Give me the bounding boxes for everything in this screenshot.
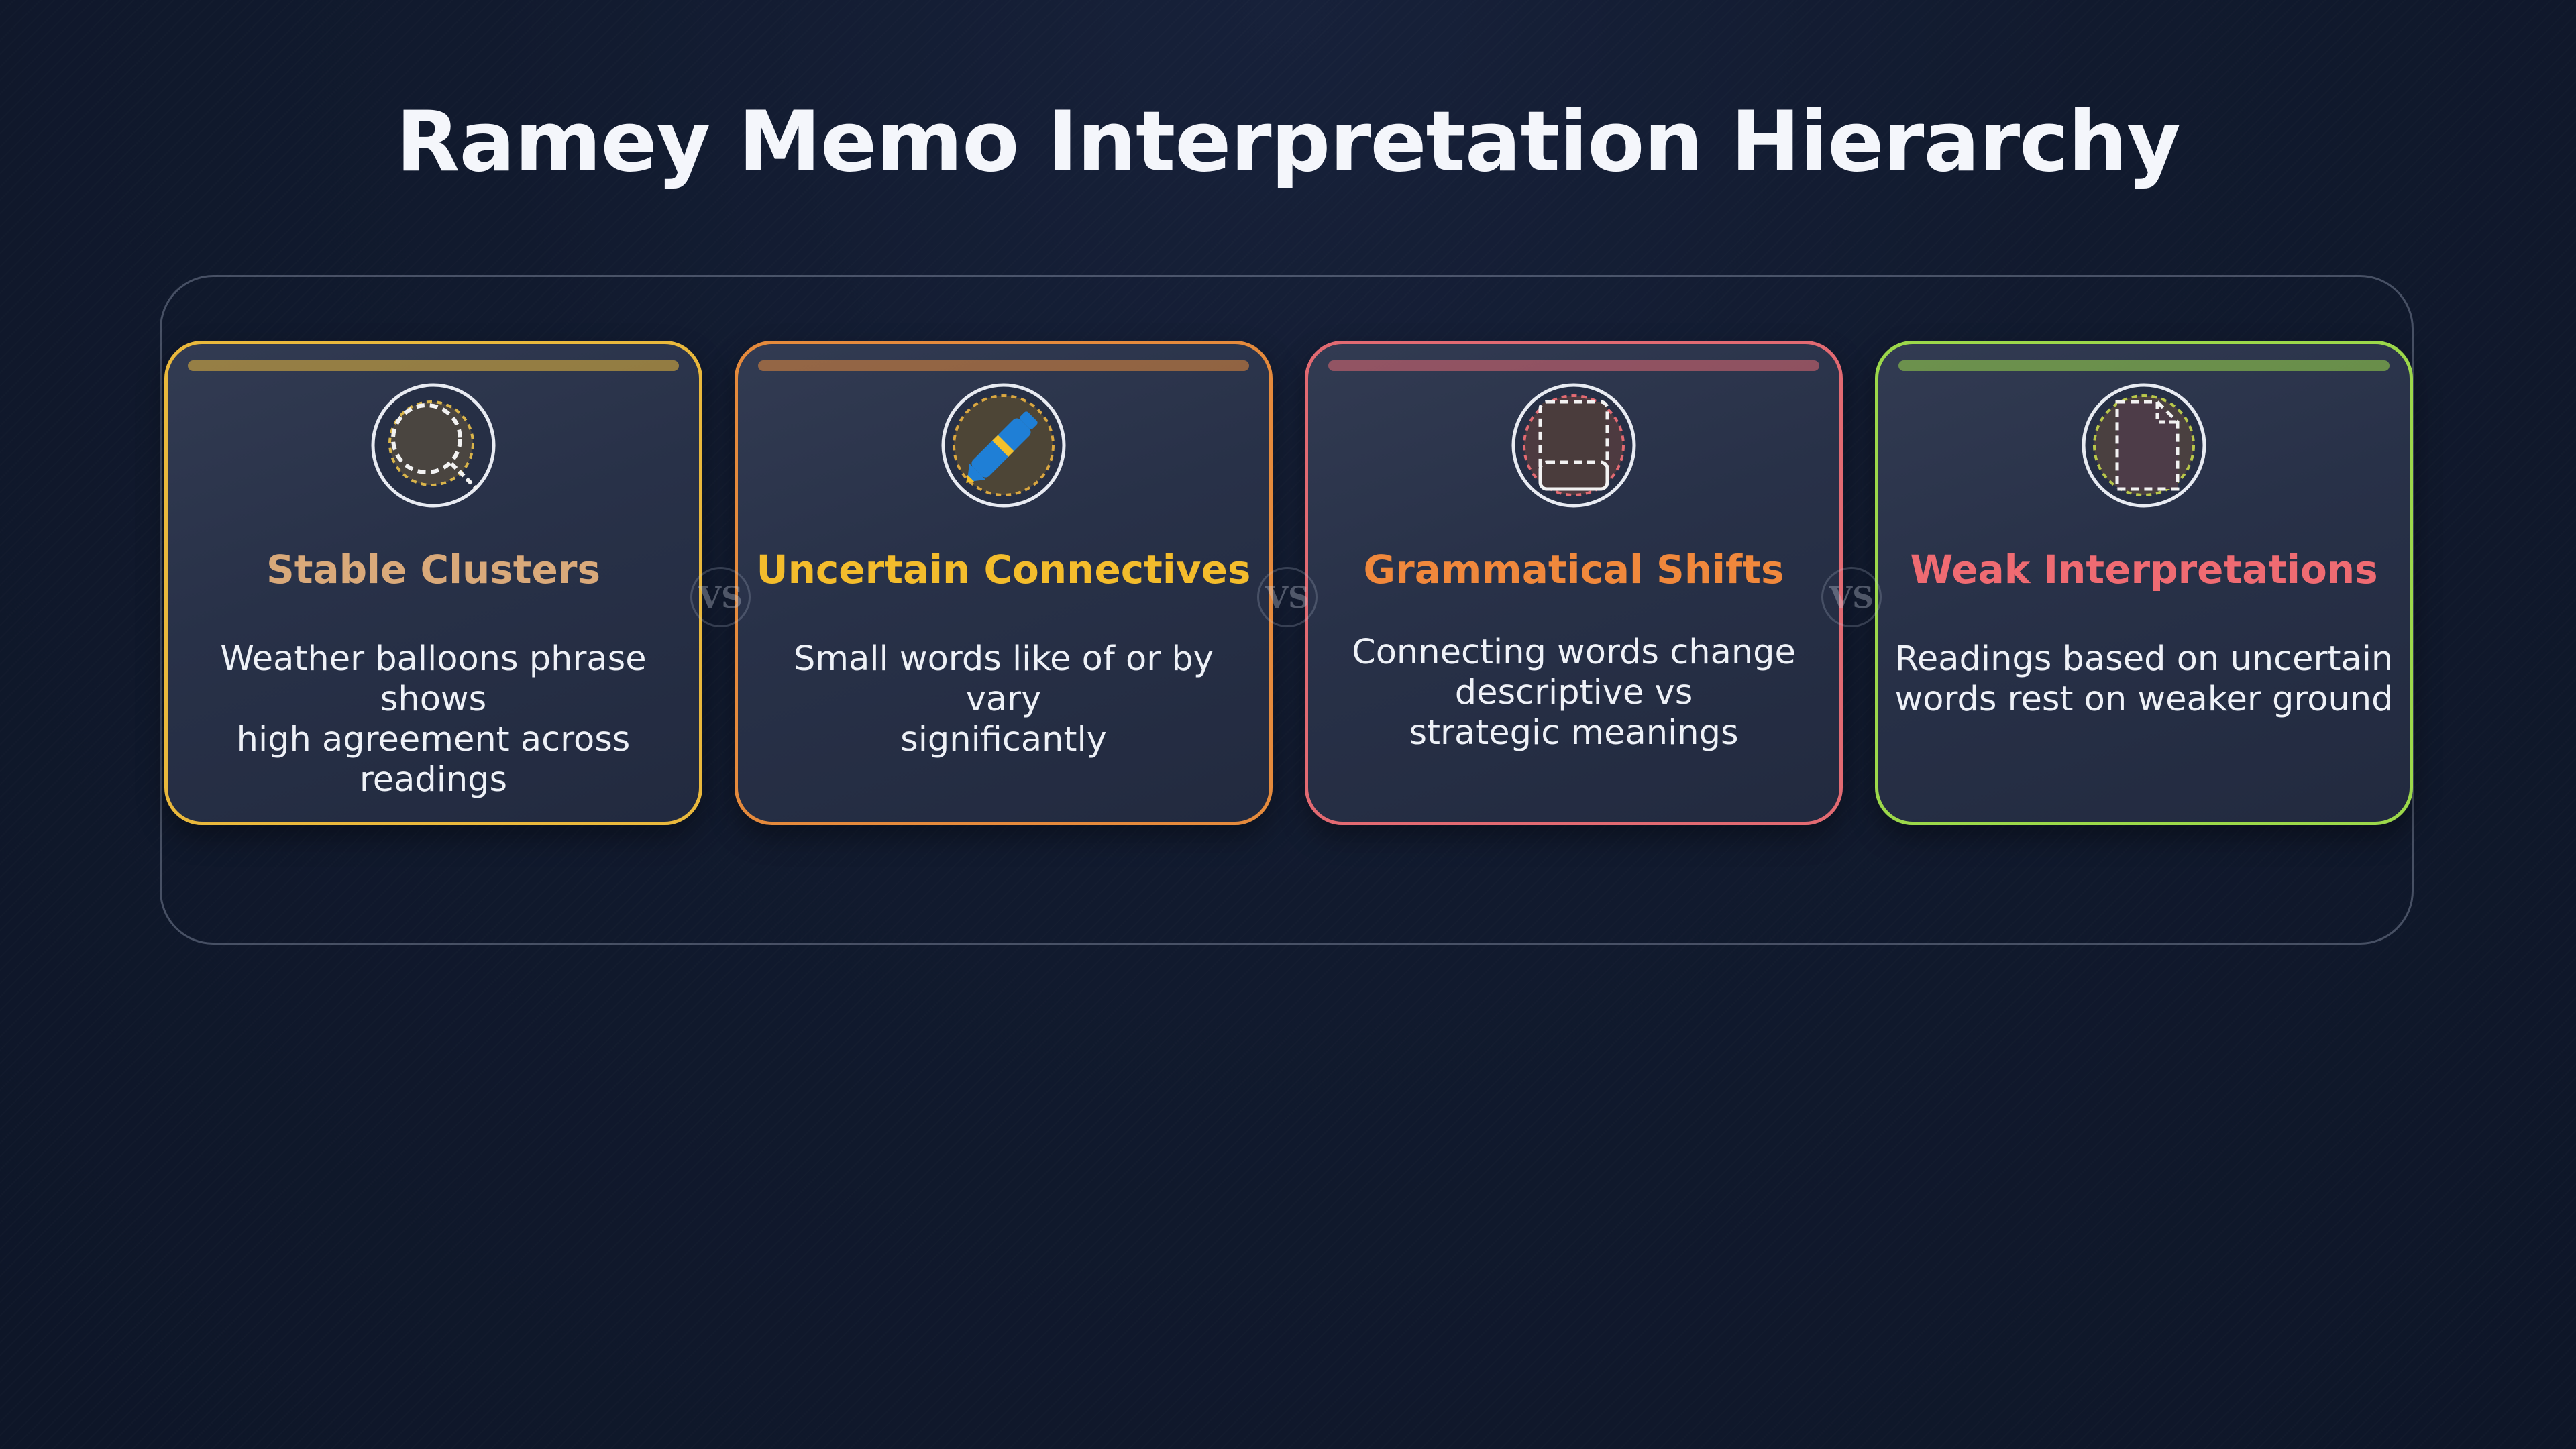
card-body-text: Small words like of or by vary significa…: [794, 639, 1214, 759]
card-heading: Grammatical Shifts: [1363, 547, 1784, 592]
card-stable-clusters: Stable Clusters Weather balloons phrase …: [164, 341, 702, 825]
book-icon: [1511, 383, 1636, 508]
card-uncertain-connectives: Uncertain Connectives Small words like o…: [735, 341, 1273, 825]
card-body-text: Weather balloons phrase shows high agree…: [220, 639, 647, 800]
pen-icon: [941, 383, 1066, 508]
card-accent-bar: [188, 360, 679, 371]
card-body: Connecting words change descriptive vs s…: [1322, 633, 1826, 753]
card-heading: Uncertain Connectives: [756, 547, 1251, 592]
magnifier-icon: [371, 383, 496, 508]
card-body-text: Readings based on uncertain words rest o…: [1894, 639, 2394, 719]
card-body: Weather balloons phrase shows high agree…: [181, 639, 686, 800]
card-accent-bar: [758, 360, 1249, 371]
document-icon: [2082, 383, 2206, 508]
card-heading: Stable Clusters: [266, 547, 600, 592]
card-weak-interpretations: Weak Interpretations Readings based on u…: [1875, 341, 2413, 825]
card-accent-bar: [1898, 360, 2390, 371]
card-heading: Weak Interpretations: [1910, 547, 2378, 592]
vs-connector: VS: [1821, 567, 1882, 627]
card-grammatical-shifts: Grammatical Shifts Connecting words chan…: [1305, 341, 1843, 825]
page-title: Ramey Memo Interpretation Hierarchy: [396, 94, 2181, 191]
card-body-text: Connecting words change descriptive vs s…: [1352, 633, 1796, 753]
card-body: Readings based on uncertain words rest o…: [1892, 639, 2396, 720]
card-accent-bar: [1328, 360, 1819, 371]
vs-connector: VS: [690, 567, 751, 627]
vs-connector: VS: [1257, 567, 1318, 627]
card-body: Small words like of or by vary significa…: [751, 639, 1256, 760]
